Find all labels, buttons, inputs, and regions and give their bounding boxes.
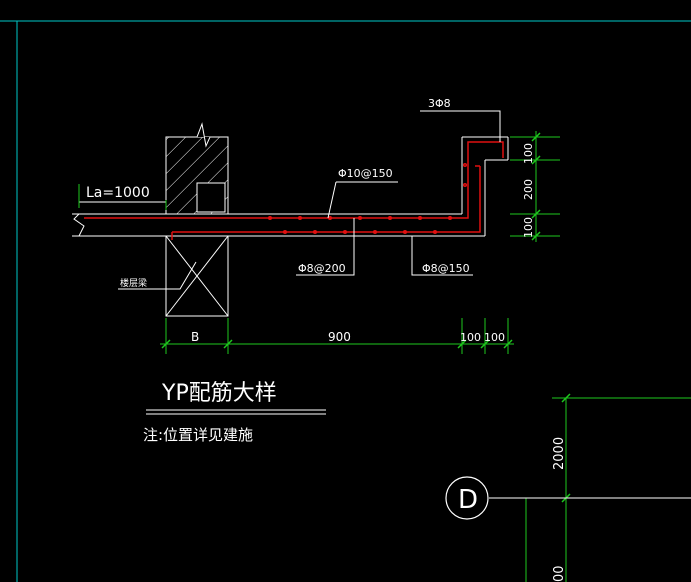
bottom-bar-label: Φ8@200 — [298, 262, 346, 275]
grid-dim-bottom-label: 00 — [552, 565, 567, 582]
grid-dim-top-label: 2000 — [552, 437, 567, 470]
drawing-frame — [0, 20, 691, 582]
detail-title: YP配筋大样 — [161, 381, 277, 406]
anchorage-label: La=1000 — [86, 185, 150, 201]
dim-100a-label: 100 — [460, 331, 481, 344]
stirrup-bar-label: Φ8@150 — [422, 262, 470, 275]
dim-vertical-bottom-label: 100 — [522, 217, 535, 238]
drawing-note: 注:位置详见建施 — [143, 426, 253, 444]
grid-axis-bubble — [445, 476, 691, 520]
rebar — [84, 141, 504, 240]
dim-vertical-mid-label: 200 — [522, 179, 535, 200]
grid-axis-label: D — [458, 485, 478, 515]
ring-beam-label: 楼层梁 — [120, 277, 147, 289]
title-underline — [146, 409, 326, 415]
dim-b-label: B — [191, 330, 199, 344]
canopy-outline — [72, 136, 509, 237]
floor-beam-section — [165, 235, 229, 317]
dim-vertical-top-label: 100 — [522, 143, 535, 164]
top-bar-label: Φ10@150 — [338, 167, 393, 180]
leader-lines — [79, 110, 501, 290]
dim-900-label: 900 — [328, 330, 351, 344]
dim-100b-label: 100 — [484, 331, 505, 344]
lip-bar-label: 3Φ8 — [428, 97, 451, 110]
wall-section — [165, 122, 229, 215]
